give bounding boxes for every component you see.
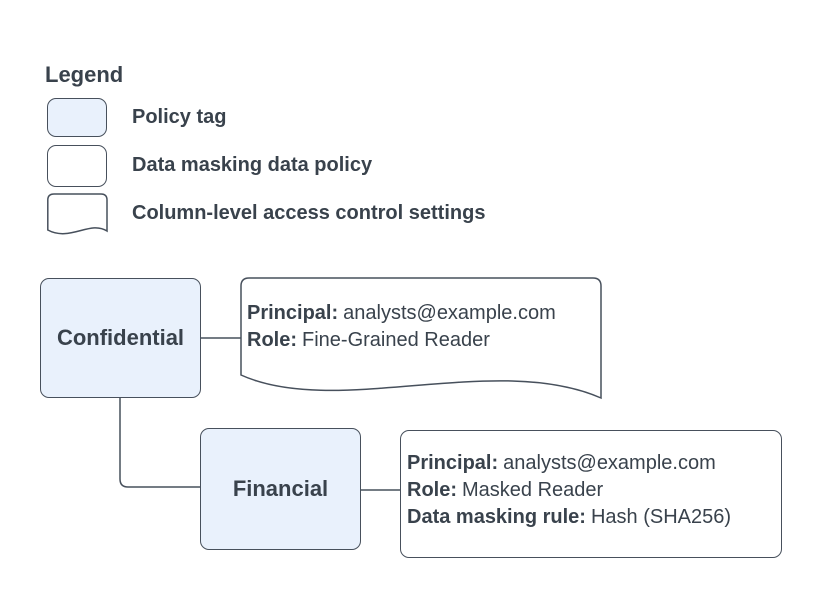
policy-tag-financial: Financial <box>200 428 361 550</box>
access-principal-line: Principal:analysts@example.com <box>247 300 556 327</box>
column-access-settings-swatch <box>47 193 108 235</box>
masking-rule-value: Hash (SHA256) <box>590 506 732 528</box>
access-role-line: Role:Fine-Grained Reader <box>247 327 556 354</box>
masking-role-line: Role:Masked Reader <box>407 477 731 504</box>
access-role-label: Role: <box>247 329 297 351</box>
data-masking-policy-swatch <box>47 145 107 187</box>
legend-item-data-masking-policy: Data masking data policy <box>132 154 373 176</box>
masking-policy-box <box>400 430 782 558</box>
masking-rule-label: Data masking rule: <box>407 506 586 528</box>
connector-confidential-to-financial <box>119 398 200 488</box>
masking-role-value: Masked Reader <box>462 479 604 501</box>
access-principal-label: Principal: <box>247 302 339 324</box>
masking-policy-text: Principal:analysts@example.com Role:Mask… <box>407 450 731 531</box>
masking-principal-label: Principal: <box>407 452 499 474</box>
legend-title: Legend <box>45 62 124 87</box>
policy-tag-swatch <box>47 98 107 137</box>
access-role-value: Fine-Grained Reader <box>302 329 490 351</box>
legend-item-policy-tag: Policy tag <box>132 106 227 128</box>
masking-role-label: Role: <box>407 479 457 501</box>
masking-principal-value: analysts@example.com <box>503 452 716 474</box>
legend-item-column-access-settings: Column-level access control settings <box>132 202 486 224</box>
access-principal-value: analysts@example.com <box>343 302 556 324</box>
masking-principal-line: Principal:analysts@example.com <box>407 450 731 477</box>
policy-tag-confidential: Confidential <box>40 278 201 398</box>
access-settings-text: Principal:analysts@example.com Role:Fine… <box>247 300 556 354</box>
policy-tag-financial-label: Financial <box>232 476 329 501</box>
policy-tag-confidential-label: Confidential <box>56 325 185 350</box>
masking-rule-line: Data masking rule:Hash (SHA256) <box>407 504 731 531</box>
